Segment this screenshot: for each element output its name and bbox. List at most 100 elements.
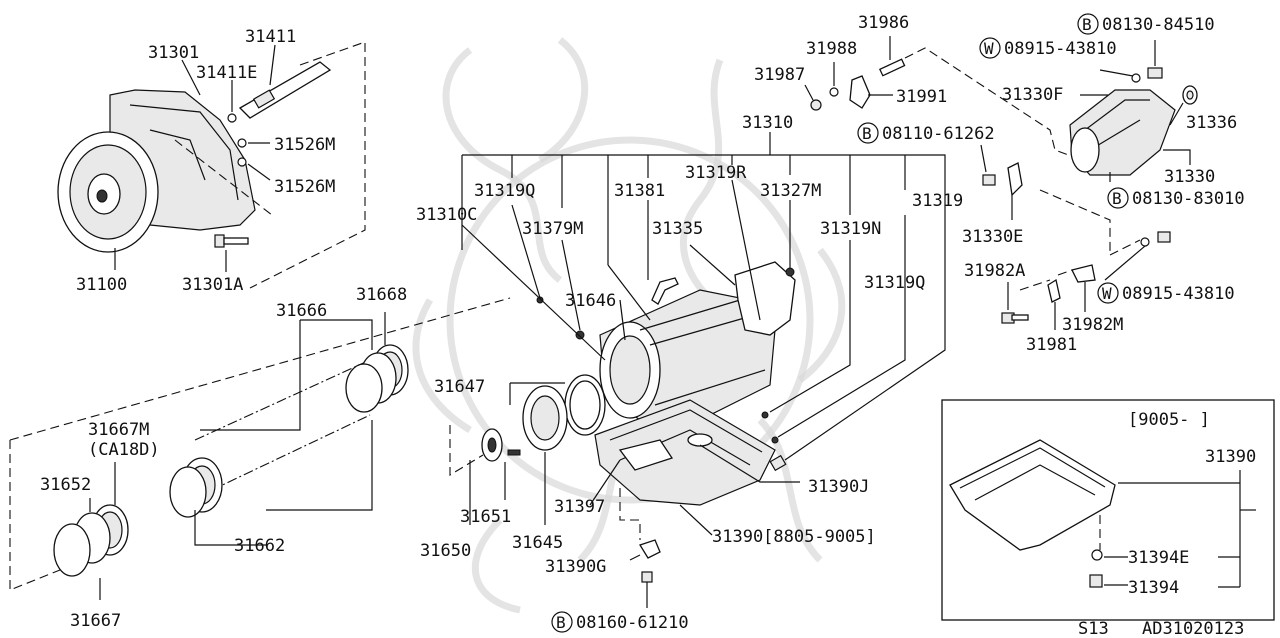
clip-31982M[interactable] xyxy=(1071,264,1096,283)
label-31668: 31668 xyxy=(356,285,407,305)
label-31100: 31100 xyxy=(76,275,127,295)
bracket-31330E[interactable] xyxy=(1007,162,1023,197)
label-08130-83010: 08130-83010 xyxy=(1132,189,1245,209)
o-ring-31411E[interactable] xyxy=(227,113,237,123)
clutch-pack-group xyxy=(9,297,511,600)
nut-31987[interactable] xyxy=(810,99,822,111)
label-31335: 31335 xyxy=(652,219,703,239)
bracket-31390G[interactable] xyxy=(639,539,661,559)
watermark-emblem xyxy=(412,37,846,614)
plug-31319N[interactable] xyxy=(761,411,769,419)
washer-31394E[interactable] xyxy=(1091,549,1103,561)
label-31327M: 31327M xyxy=(760,181,821,201)
label-31987: 31987 xyxy=(754,65,805,85)
washer-08915-43810-lower[interactable] xyxy=(1140,237,1150,247)
shift-linkage-group xyxy=(804,36,1096,166)
bolt-08110-61262[interactable] xyxy=(982,174,996,186)
label-31330: 31330 xyxy=(1164,167,1215,187)
washer-31988[interactable] xyxy=(829,87,839,97)
fastener-08915-43810-lower: W 08915-43810 xyxy=(1097,282,1235,304)
label-31390-8805-9005: 31390[8805-9005] xyxy=(712,527,876,547)
label-31411: 31411 xyxy=(245,27,296,47)
footer-model: S13 xyxy=(1078,619,1109,638)
label-31330E: 31330E xyxy=(962,227,1023,247)
bolt-08130-84510[interactable] xyxy=(1147,67,1163,79)
label-31301: 31301 xyxy=(148,43,199,63)
label-31319R: 31319R xyxy=(685,163,747,183)
bolt-08130-83010[interactable] xyxy=(1157,231,1171,243)
washer-31981[interactable] xyxy=(1047,278,1061,303)
label-31646: 31646 xyxy=(565,291,616,311)
label-31667M-model: (CA18D) xyxy=(88,440,160,460)
label-31991: 31991 xyxy=(896,87,947,107)
bolt-08160-61210[interactable] xyxy=(641,571,653,583)
fastener-08110-61262: B 08110-61262 xyxy=(857,122,995,144)
label-31666: 31666 xyxy=(276,301,327,321)
label-31652: 31652 xyxy=(40,475,91,495)
label-31647: 31647 xyxy=(434,377,485,397)
label-08110-61262: 08110-61262 xyxy=(882,124,995,144)
oil-strainer-31397[interactable] xyxy=(618,439,674,471)
label-31982A: 31982A xyxy=(964,261,1025,281)
o-ring-31526M-lower[interactable] xyxy=(237,157,247,167)
label-31319Q-upper: 31319Q xyxy=(474,181,535,201)
plug-31379M[interactable] xyxy=(575,330,585,340)
footer-diagram-code: AD31020123 xyxy=(1142,619,1244,638)
label-31390: 31390 xyxy=(1205,447,1256,467)
label-08160-61210: 08160-61210 xyxy=(576,613,689,633)
label-31651: 31651 xyxy=(460,507,511,527)
label-31381: 31381 xyxy=(614,181,665,201)
sensor-31319[interactable] xyxy=(769,454,787,472)
converter-housing-group xyxy=(57,41,366,289)
inset-oil-pan-variant: [9005- ] xyxy=(941,399,1275,621)
retaining-plate-31667[interactable] xyxy=(53,523,91,577)
o-ring-31526M-upper[interactable] xyxy=(237,138,247,148)
label-31645: 31645 xyxy=(512,533,563,553)
drain-plug-31394[interactable] xyxy=(1089,574,1103,588)
fastener-08915-43810-upper: W 08915-43810 xyxy=(979,37,1117,59)
label-31390J: 31390J xyxy=(808,477,869,497)
label-31330F: 31330F xyxy=(1002,85,1063,105)
pin-31986[interactable] xyxy=(878,58,906,77)
washer-08915-43810-upper[interactable] xyxy=(1131,73,1141,83)
bolt-marker-icon: B xyxy=(1112,189,1122,208)
label-31986: 31986 xyxy=(858,13,909,33)
label-31988: 31988 xyxy=(806,39,857,59)
label-31301A: 31301A xyxy=(182,275,243,295)
oil-pan-31390-8805-9005[interactable] xyxy=(594,399,776,506)
washer-marker-icon: W xyxy=(1102,284,1112,303)
label-31310C: 31310C xyxy=(416,205,477,225)
label-31650: 31650 xyxy=(420,541,471,561)
label-08915-43810-lower: 08915-43810 xyxy=(1122,284,1235,304)
label-31662: 31662 xyxy=(234,536,285,556)
label-31526M-upper: 31526M xyxy=(274,135,335,155)
oil-pan-31390[interactable] xyxy=(949,439,1116,551)
fastener-08130-83010: B 08130-83010 xyxy=(1107,187,1245,209)
label-31394: 31394 xyxy=(1128,578,1179,598)
label-08130-84510: 08130-84510 xyxy=(1102,15,1215,35)
label-31319Q-lower: 31319Q xyxy=(864,273,925,293)
label-31379M: 31379M xyxy=(522,219,583,239)
label-31319N: 31319N xyxy=(820,219,881,239)
bolt-marker-icon: B xyxy=(1082,15,1092,34)
plug-31319Q-lower[interactable] xyxy=(771,436,779,444)
label-31981: 31981 xyxy=(1026,335,1077,355)
label-31397: 31397 xyxy=(554,497,605,517)
label-31667: 31667 xyxy=(70,611,121,631)
inset-date-range: [9005- ] xyxy=(1128,410,1210,430)
bolt-31301A[interactable] xyxy=(214,234,249,248)
shift-lever-31991[interactable] xyxy=(849,75,871,109)
label-31667M: 31667M xyxy=(88,420,149,440)
fastener-08130-84510: B 08130-84510 xyxy=(1077,13,1215,35)
label-31394E: 31394E xyxy=(1128,548,1189,568)
rear-extension-group xyxy=(980,40,1198,330)
label-31982M: 31982M xyxy=(1062,315,1123,335)
label-31390G: 31390G xyxy=(545,557,606,577)
breather-hose-31381[interactable] xyxy=(651,277,679,305)
plug-31327M[interactable] xyxy=(785,267,795,277)
label-31319: 31319 xyxy=(912,191,963,211)
label-31411E: 31411E xyxy=(196,63,257,83)
gasket-31335[interactable] xyxy=(734,261,796,336)
bolt-31651[interactable] xyxy=(507,449,521,456)
